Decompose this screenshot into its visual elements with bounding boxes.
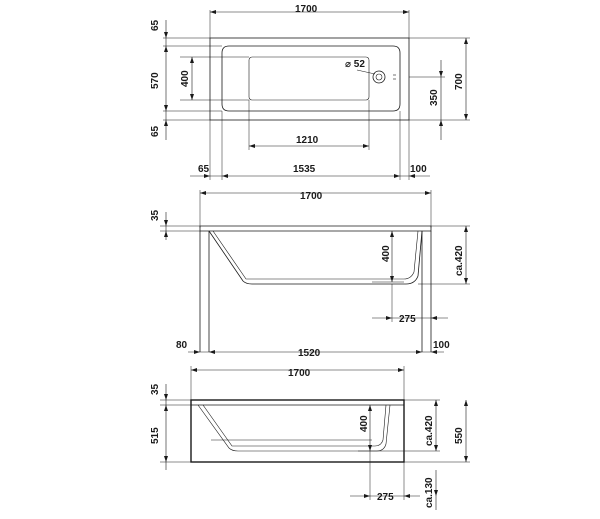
front-view: 1700 35 515 400 ca.420 [150,366,470,510]
dim-front-apron-height: 515 [150,427,161,444]
dim-top-inner-length: 1535 [293,164,316,175]
dim-front-total-height-approx: ca.420 [424,415,435,446]
dim-top-basin-width: 400 [180,70,191,87]
tub-rim-plan [221,45,401,112]
dim-side-overall-length: 1700 [300,191,323,202]
dim-side-drain-offset: 275 [399,314,416,325]
tub-inner-shell-side [212,230,419,280]
tub-apron-outline [190,399,405,463]
dim-front-total-height: 550 [454,427,465,444]
dim-top-overall-length: 1700 [295,4,318,15]
dim-side-left-offset: 80 [176,340,188,351]
dim-front-rim-height: 35 [150,383,161,395]
tub-shell-side [208,230,423,285]
dim-top-rim-bottom: 65 [150,125,161,137]
dim-top-drain-offset: 350 [429,89,440,106]
dim-top-basin-length: 1210 [296,135,319,146]
dim-top-left-offset: 65 [198,164,210,175]
tub-rim-side [199,225,432,232]
tub-outline-plan [209,37,410,121]
dim-front-drain-offset: 275 [377,492,394,503]
dim-top-right-offset: 100 [410,164,427,175]
basin-floor-plan [248,56,370,101]
dim-front-overall-length: 1700 [288,368,311,379]
dim-top-drain-diameter: ⌀ 52 [345,59,365,70]
dim-front-depth: 400 [359,415,370,432]
dim-top-inner-width: 570 [150,72,161,89]
dim-top-rim-top: 65 [150,19,161,31]
dim-top-overall-width: 700 [454,73,465,90]
tub-shell-front [197,404,391,452]
dim-front-feet-height: ca.130 [424,477,435,508]
dim-side-right-offset: 100 [433,340,450,351]
dim-side-depth: 400 [381,245,392,262]
drain-icon [372,70,386,84]
dim-side-total-height: ca.420 [454,245,465,276]
drain-inner-icon [375,73,383,81]
top-view: 1700 65 570 65 400 ⌀ 52 350 700 1210 [150,4,470,180]
dim-side-rim-height: 35 [150,209,161,221]
side-view: 1700 35 400 ca.420 [150,190,470,359]
dim-side-bottom-length: 1520 [298,348,321,359]
